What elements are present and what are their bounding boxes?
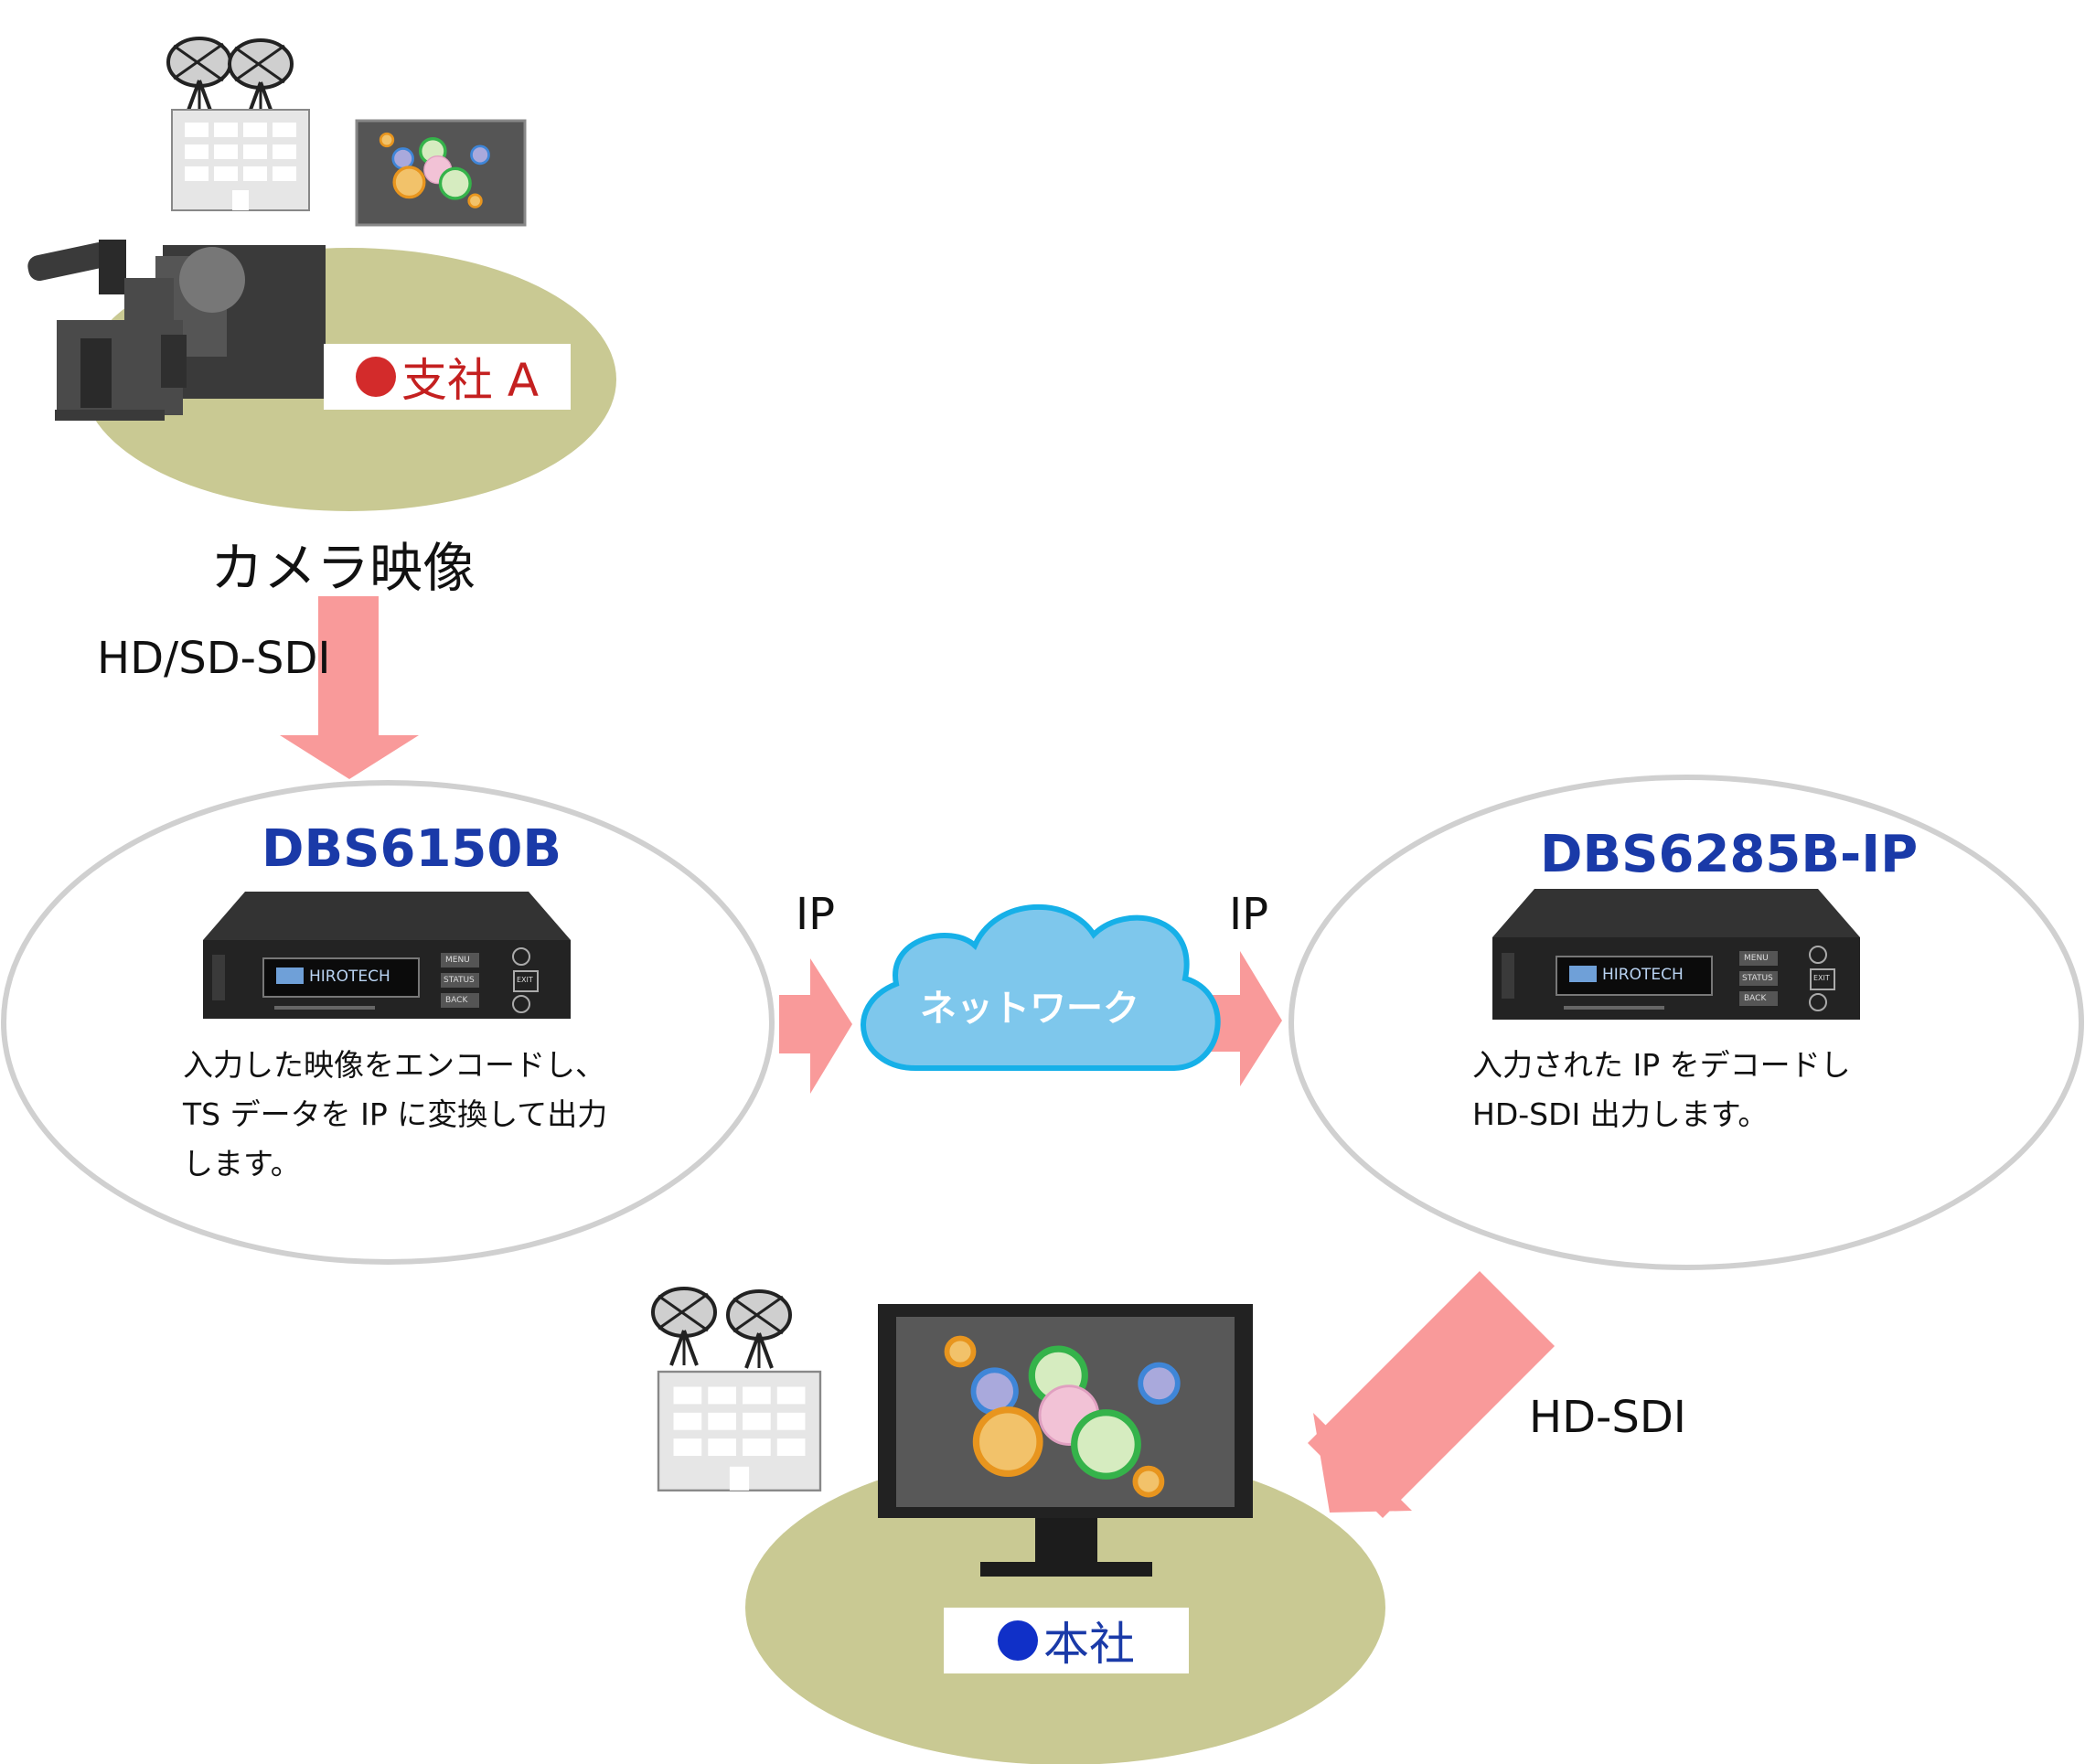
encoder-button-menu: MENU <box>445 956 470 965</box>
encoder-button-back: BACK <box>445 996 468 1005</box>
branch-dot-icon <box>355 357 396 397</box>
decoder-button-status: STATUS <box>1742 974 1773 983</box>
hq-dot-icon <box>998 1620 1038 1661</box>
ip-left-label: IP <box>796 889 836 940</box>
encoder-desc-line-1: 入力した映像をエンコードし、 <box>183 1047 605 1083</box>
arrow-down <box>280 596 419 779</box>
building-icon <box>657 1370 822 1491</box>
decoder-button-exit: EXIT <box>1813 974 1830 982</box>
decoder-button-back: BACK <box>1744 994 1767 1003</box>
encoder-ellipse <box>1 780 775 1265</box>
decoder-description: 入力された IP をデコードし HD-SDI 出力します。 <box>1472 1041 1851 1139</box>
encoder-description: 入力した映像をエンコードし、 TS データを IP に変換して出力 します。 <box>183 1041 607 1189</box>
decoder-desc-line-2: HD-SDI 出力します。 <box>1472 1096 1769 1132</box>
hq-ground <box>745 1450 1385 1764</box>
hq-label: 本社 <box>1043 1618 1135 1671</box>
encoder-device-icon <box>203 892 571 1019</box>
decoder-device-icon <box>1492 889 1860 1020</box>
camera-caption: カメラ映像 <box>210 537 476 599</box>
decoder-model: DBS6285B-IP <box>1540 825 1919 884</box>
decoder-button-menu: MENU <box>1744 954 1769 963</box>
ip-right-label: IP <box>1229 889 1269 940</box>
antenna-icon <box>651 1287 792 1370</box>
link-in-label: HD/SD-SDI <box>97 633 331 684</box>
branch-label: 支社 A <box>401 354 540 407</box>
encoder-button-exit: EXIT <box>517 976 533 984</box>
encoder-desc-line-2: TS データを IP に変換して出力 <box>183 1096 608 1132</box>
decoder-ellipse <box>1288 775 2084 1270</box>
network-cloud-icon <box>861 904 1221 1072</box>
network-label: ネットワーク <box>920 988 1139 1030</box>
hq-label-box: 本社 <box>944 1608 1189 1673</box>
encoder-button-status: STATUS <box>444 976 475 985</box>
arrow-right-out <box>1211 951 1282 1086</box>
monitor-screen-icon <box>355 119 527 227</box>
tv-monitor-icon <box>878 1304 1253 1577</box>
branch-label-box: 支社 A <box>324 344 571 410</box>
arrow-diagonal <box>1308 1271 1555 1518</box>
decoder-brand: HIROTECH <box>1602 966 1684 984</box>
arrow-right-in <box>779 958 852 1094</box>
link-out-label: HD-SDI <box>1529 1392 1686 1443</box>
decoder-desc-line-1: 入力された IP をデコードし <box>1472 1047 1851 1083</box>
building-icon <box>171 109 310 211</box>
encoder-desc-line-3: します。 <box>183 1146 301 1181</box>
antenna-icon <box>166 37 294 119</box>
video-camera-icon <box>27 240 326 421</box>
encoder-brand: HIROTECH <box>309 968 390 986</box>
encoder-model: DBS6150B <box>262 819 562 879</box>
